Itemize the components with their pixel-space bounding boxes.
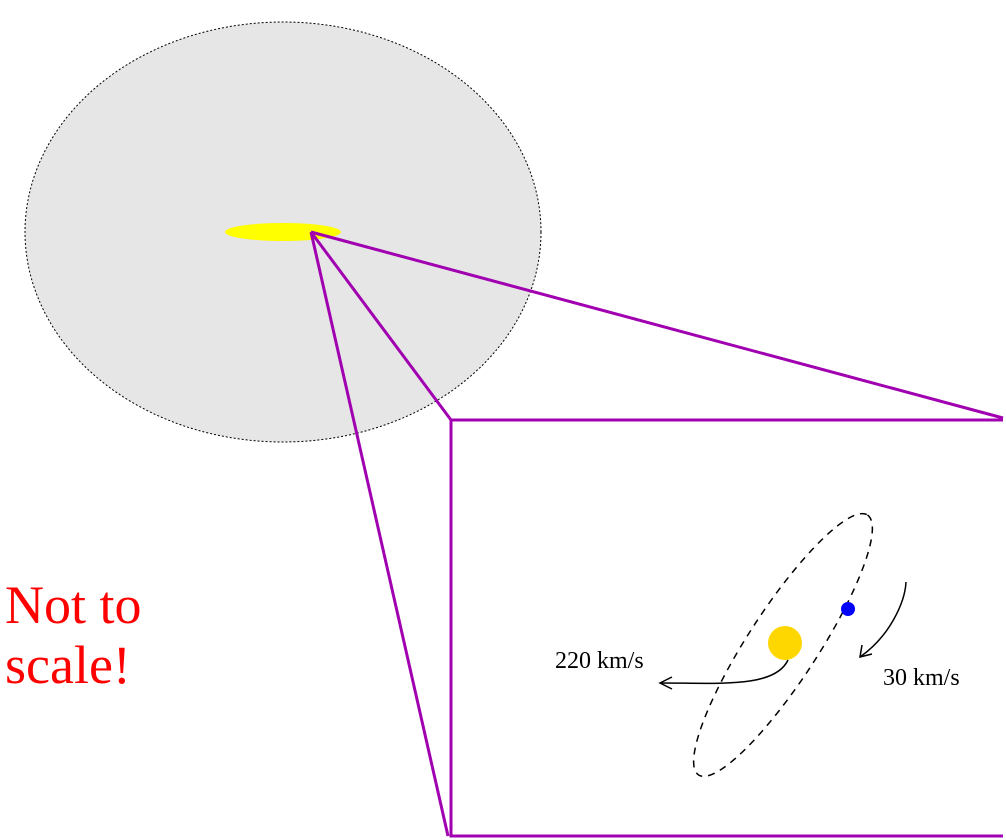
not-to-scale-warning: Not to scale! <box>5 575 142 695</box>
zoom-line-bottom <box>309 231 450 837</box>
zoom-line-top <box>310 230 1004 420</box>
zoom-line-middle <box>309 231 453 421</box>
warning-line-1: Not to <box>5 575 142 635</box>
earth <box>841 602 855 616</box>
zoom-lines <box>309 230 1004 837</box>
zoom-box <box>449 418 1003 838</box>
sun <box>768 626 802 660</box>
warning-line-2: scale! <box>5 635 131 695</box>
earth-speed-label: 30 km/s <box>883 665 960 691</box>
earth-orbit-path <box>692 512 874 778</box>
sun-velocity-arrow <box>658 659 789 690</box>
earth-velocity-arrow <box>859 581 907 659</box>
sun-speed-label: 220 km/s <box>555 648 644 674</box>
galactic-disk <box>225 223 341 241</box>
